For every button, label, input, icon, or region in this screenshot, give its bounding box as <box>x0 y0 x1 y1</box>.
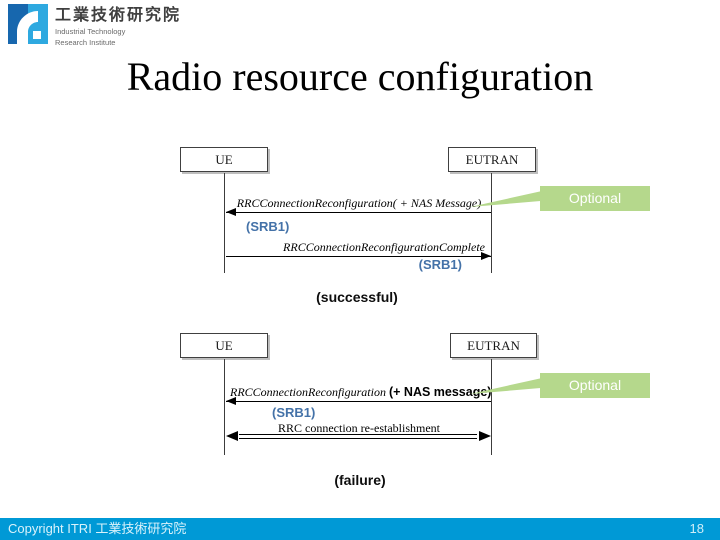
itri-name-english-line1: Industrial Technology <box>55 27 126 36</box>
lifeline-ue-2 <box>224 359 225 455</box>
message-rrc-reconfiguration-2: RRCConnectionReconfiguration (+ NAS mess… <box>230 385 492 400</box>
optional-callout-1: Optional <box>540 186 650 211</box>
reestablishment-line-top <box>239 434 477 435</box>
lifeline-ue-1 <box>224 173 225 273</box>
actor-label-eutran-1: EUTRAN <box>465 151 519 167</box>
itri-name-english-line2: Research Institute <box>55 38 116 47</box>
actor-label-eutran-2: EUTRAN <box>467 337 520 353</box>
arrowhead-left-icon <box>226 397 236 405</box>
page-number: 18 <box>689 521 704 536</box>
srb1-label-2: (SRB1) <box>418 257 462 272</box>
srb1-label-3: (SRB1) <box>272 405 316 420</box>
arrow-line-reconfiguration-2 <box>226 401 491 402</box>
actor-box-eutran-2: EUTRAN <box>450 333 537 358</box>
message-rrc-reconfiguration-complete: RRCConnectionReconfigurationComplete <box>283 240 485 254</box>
lifeline-eutran-1 <box>491 173 492 273</box>
optional-callout-2: Optional <box>540 373 650 398</box>
message-rrc-reestablishment: RRC connection re-establishment <box>278 421 440 435</box>
message-nas-suffix: (+ NAS message) <box>388 385 492 399</box>
caption-failure: (failure) <box>334 472 386 488</box>
message-rrc-reconfiguration-2-name: RRCConnectionReconfiguration <box>230 385 386 399</box>
itri-logo-text: 工業技術研究院 Industrial Technology Research I… <box>55 4 181 47</box>
srb1-label-1: (SRB1) <box>246 219 290 234</box>
arrowhead-left-icon <box>226 208 236 216</box>
message-rrc-reconfiguration-1: RRCConnectionReconfiguration( + NAS Mess… <box>236 196 482 210</box>
itri-logo: 工業技術研究院 Industrial Technology Research I… <box>8 4 181 47</box>
itri-name-chinese: 工業技術研究院 <box>55 7 182 24</box>
actor-box-ue-2: UE <box>180 333 268 358</box>
arrow-line-reconfiguration-complete <box>226 256 491 257</box>
page-title: Radio resource configuration <box>126 54 594 99</box>
lifeline-eutran-2 <box>491 359 492 455</box>
arrowhead-right-icon <box>481 252 491 260</box>
actor-box-ue-1: UE <box>180 147 268 172</box>
actor-label-ue-1: UE <box>215 151 233 167</box>
itri-logo-icon <box>8 4 48 44</box>
footer-bar: Copyright ITRI 工業技術研究院 18 <box>0 518 720 540</box>
actor-label-ue-2: UE <box>215 337 233 353</box>
arrowhead-left-icon <box>226 431 238 441</box>
reestablishment-line-bottom <box>239 438 477 439</box>
actor-box-eutran-1: EUTRAN <box>448 147 536 172</box>
arrow-line-reconfiguration-1 <box>226 212 491 213</box>
copyright-text: Copyright ITRI 工業技術研究院 <box>8 521 187 536</box>
caption-successful: (successful) <box>316 289 398 305</box>
arrowhead-right-icon <box>479 431 491 441</box>
